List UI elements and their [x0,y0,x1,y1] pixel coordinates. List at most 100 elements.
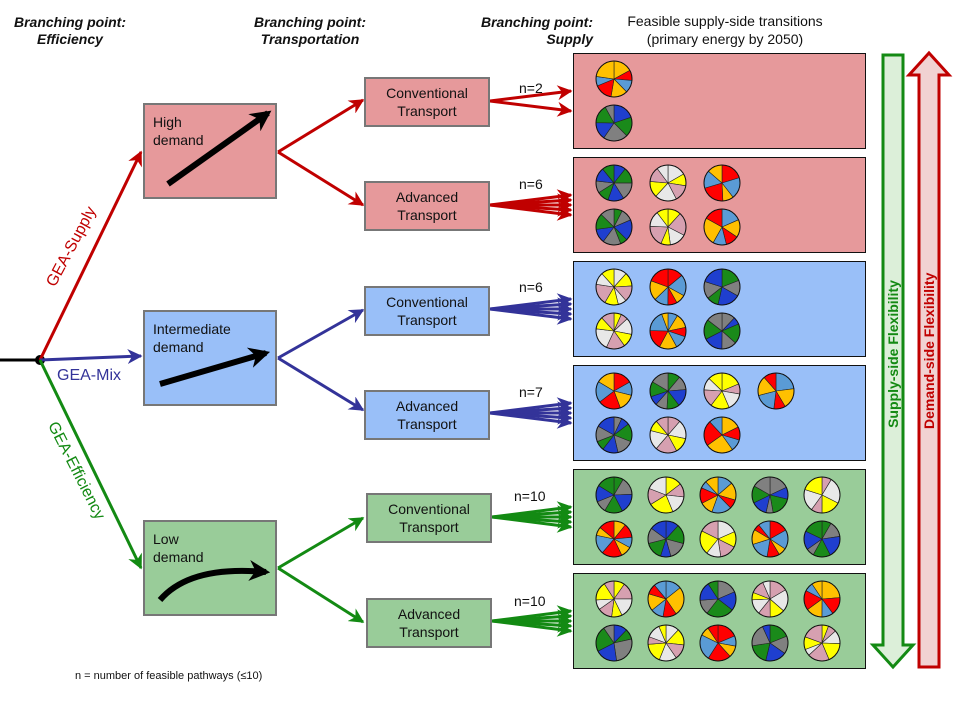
pie-outline [803,580,841,618]
header-supply: Branching point: Supply [481,14,593,47]
pie-outline [649,416,687,454]
supply-mix-pie [751,520,789,558]
supply-mix-pie [595,416,633,454]
demand-flexibility-arrow [905,50,953,669]
pie-outline [649,268,687,306]
supply-mix-pie [757,372,795,410]
pie-outline [649,164,687,202]
pie-outline [595,580,633,618]
pie-outline [595,104,633,142]
pie-outline [703,268,741,306]
supply-mix-pie [803,520,841,558]
pie-outline [595,416,633,454]
supply-mix-pie [703,208,741,246]
n-intermediate-conventional: n=6 [519,279,543,295]
supply-side-flexibility-label: Supply-side Flexibility [885,280,901,428]
pie-outline [803,520,841,558]
pie-outline [751,580,789,618]
supply-mix-pie [751,476,789,514]
pie-outline [649,312,687,350]
pie-outline [649,208,687,246]
supply-mix-pie [595,476,633,514]
pie-outline [595,624,633,662]
pie-outline [803,624,841,662]
supply-fan-line [489,411,573,429]
supply-mix-pie [803,476,841,514]
supply-mix-pie [595,104,633,142]
supply-mix-pie [649,416,687,454]
pie-outline [751,520,789,558]
supply-fan-line [489,99,573,117]
pie-outline [703,312,741,350]
branch-int-conv [277,308,365,360]
gea-mix-label: GEA-Mix [57,367,121,384]
pie-outline [595,208,633,246]
supply-mix-pie [649,164,687,202]
supply-mix-pie [649,372,687,410]
n-high-advanced: n=6 [519,176,543,192]
supply-mix-pie [647,476,685,514]
demand-side-flexibility-label: Demand-side Flexibility [921,272,937,429]
pie-outline [699,624,737,662]
footnote: n = number of feasible pathways (≤10) [75,670,263,682]
supply-mix-pie [699,476,737,514]
supply-mix-pie [649,312,687,350]
n-low-advanced: n=10 [514,593,546,609]
supply-mix-pie [595,164,633,202]
pie-outline [647,476,685,514]
supply-mix-pie [703,164,741,202]
pie-outline [595,268,633,306]
supply-mix-pie [595,580,633,618]
pie-outline [703,164,741,202]
pie-outline [595,312,633,350]
pie-outline [699,580,737,618]
pie-outline [595,60,633,98]
supply-mix-pie [803,580,841,618]
branch-supply [38,150,143,361]
supply-mix-pie [699,624,737,662]
n-intermediate-advanced: n=7 [519,384,543,400]
supply-fan-line [489,203,573,221]
supply-mix-pie [595,624,633,662]
supply-mix-pie [649,268,687,306]
pie-outline [699,520,737,558]
supply-mix-pie [595,372,633,410]
supply-flexibility-arrow [869,53,917,670]
supply-mix-pie [595,312,633,350]
supply-mix-pie [595,520,633,558]
pie-outline [647,520,685,558]
header-efficiency: Branching point: Efficiency [14,14,126,47]
n-high-conventional: n=2 [519,80,543,96]
supply-fan-line [491,619,573,637]
branch-low-adv [277,566,365,624]
branch-low-conv [277,516,365,570]
supply-mix-pie [699,580,737,618]
supply-mix-pie [703,268,741,306]
supply-mix-pie [703,416,741,454]
pie-outline [751,476,789,514]
supply-mix-pie [647,520,685,558]
pie-outline [703,208,741,246]
supply-mix-pie [751,580,789,618]
n-low-conventional: n=10 [514,488,546,504]
pie-outline [703,416,741,454]
header-transportation: Branching point: Transportation [254,14,366,47]
pie-outline [649,372,687,410]
pie-outline [757,372,795,410]
supply-mix-pie [595,60,633,98]
supply-fan-line [491,515,573,533]
pie-outline [703,372,741,410]
pie-outline [595,476,633,514]
supply-mix-pie [751,624,789,662]
pie-outline [595,372,633,410]
pie-outline [699,476,737,514]
branch-efficiency [38,359,143,570]
supply-mix-pie [699,520,737,558]
